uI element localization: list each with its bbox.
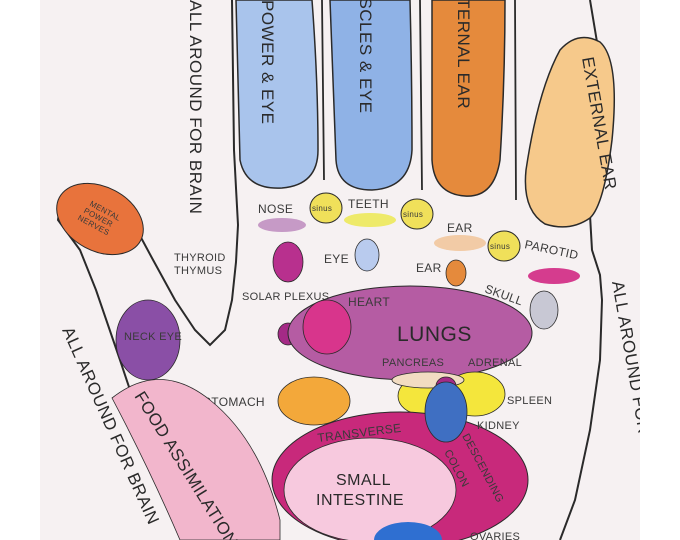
- label-spleen: SPLEEN: [507, 395, 552, 407]
- label-teeth: TEETH: [348, 197, 389, 211]
- small-intestine-zone: [283, 437, 457, 540]
- ear-zone: [445, 259, 467, 287]
- teeth-zone: [344, 213, 396, 227]
- finger-divider-lines: [321, 0, 517, 201]
- ear-top-zone: [434, 235, 486, 251]
- label-stomach: STOMACH: [203, 395, 265, 409]
- stomach-zone: [277, 376, 351, 426]
- label-ear-top: EAR: [447, 221, 473, 235]
- sinus-zone-1: [309, 192, 343, 224]
- finger-ring: [431, 0, 506, 197]
- sinus-zone-2: [400, 198, 434, 230]
- label-pancreas: PANCREAS: [382, 357, 444, 369]
- finger-little: [524, 36, 616, 228]
- kidney-zone: [424, 381, 468, 443]
- label-nose: NOSE: [258, 202, 293, 216]
- finger-label-index: POWER & EYE: [258, 0, 277, 125]
- neck-eye-zone: [115, 299, 181, 381]
- label-lungs: LUNGS: [397, 323, 472, 346]
- label-sinus-2: sinus: [403, 210, 423, 219]
- thyroid-zone: [272, 241, 304, 283]
- parotid-zone: [528, 268, 580, 284]
- label-sinus-1: sinus: [312, 204, 332, 213]
- label-ear: EAR: [416, 261, 442, 275]
- right-margin: [640, 0, 680, 540]
- label-adrenal: ADRENAL: [468, 357, 522, 369]
- heart-zone: [302, 299, 352, 355]
- label-sinus-3: sinus: [490, 242, 510, 251]
- label-thymus: THYMUS: [174, 265, 222, 277]
- nose-zone: [258, 218, 306, 232]
- left-margin: [0, 0, 40, 540]
- bladder-zone: [374, 522, 442, 540]
- label-eye: EYE: [324, 252, 349, 266]
- skull-zone: [529, 290, 559, 330]
- label-ovaries: OVARIES: [470, 531, 520, 540]
- sinus-zone-3: [487, 230, 521, 262]
- label-neck-eye: NECK EYE: [124, 331, 182, 343]
- finger-label-ring: INTERNAL EAR: [454, 0, 473, 109]
- finger-index: [235, 0, 319, 189]
- thumb-zone-mental-power: [56, 182, 144, 256]
- finger-middle: [329, 0, 413, 191]
- label-thyroid: THYROID: [174, 252, 226, 264]
- side-label-left-top: ALL AROUND FOR BRAIN: [186, 0, 205, 214]
- finger-label-middle: MUSCLES & EYE: [356, 0, 375, 114]
- food-assimilation-zone: [111, 379, 281, 540]
- label-kidney: KIDNEY: [477, 420, 520, 432]
- label-heart: HEART: [348, 295, 390, 309]
- eye-zone: [354, 238, 380, 272]
- label-solar: SOLAR PLEXUS: [242, 291, 329, 303]
- label-small-intestine: SMALL INTESTINE: [316, 472, 404, 509]
